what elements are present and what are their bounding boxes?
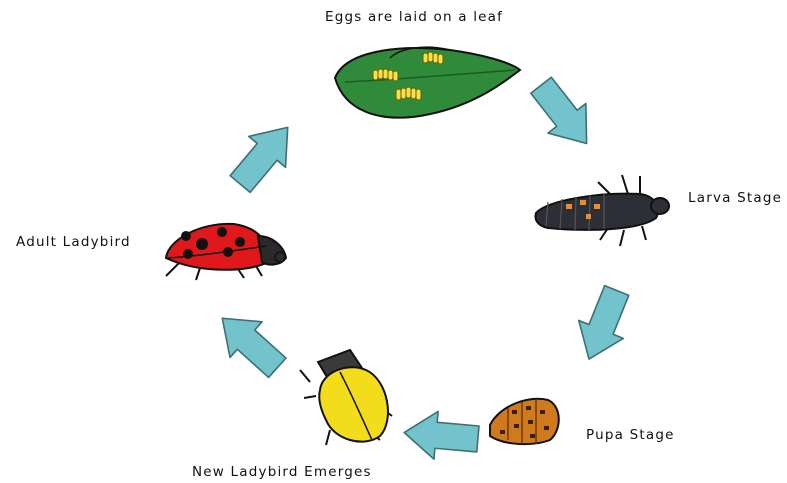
larva-stage-label: Larva Stage bbox=[688, 190, 782, 206]
pupa-illustration bbox=[490, 399, 559, 444]
new-ladybird-label: New Ladybird Emerges bbox=[192, 464, 372, 480]
adult-ladybird-label: Adult Ladybird bbox=[16, 234, 131, 250]
adult-ladybird-illustration bbox=[166, 224, 286, 280]
arrow-eggs-to-larva bbox=[522, 70, 605, 158]
arrow-new-to-adult-ladybird bbox=[206, 300, 293, 385]
arrow-adult-to-eggs bbox=[222, 112, 306, 200]
pupa-stage-label: Pupa Stage bbox=[586, 427, 675, 443]
leaf-with-eggs-illustration bbox=[335, 47, 520, 117]
eggs-stage-label: Eggs are laid on a leaf bbox=[325, 9, 503, 25]
new-ladybird-illustration bbox=[300, 350, 392, 445]
larva-illustration bbox=[536, 175, 670, 246]
arrow-pupa-to-new-ladybird bbox=[402, 409, 480, 463]
arrow-larva-to-pupa bbox=[567, 281, 639, 368]
